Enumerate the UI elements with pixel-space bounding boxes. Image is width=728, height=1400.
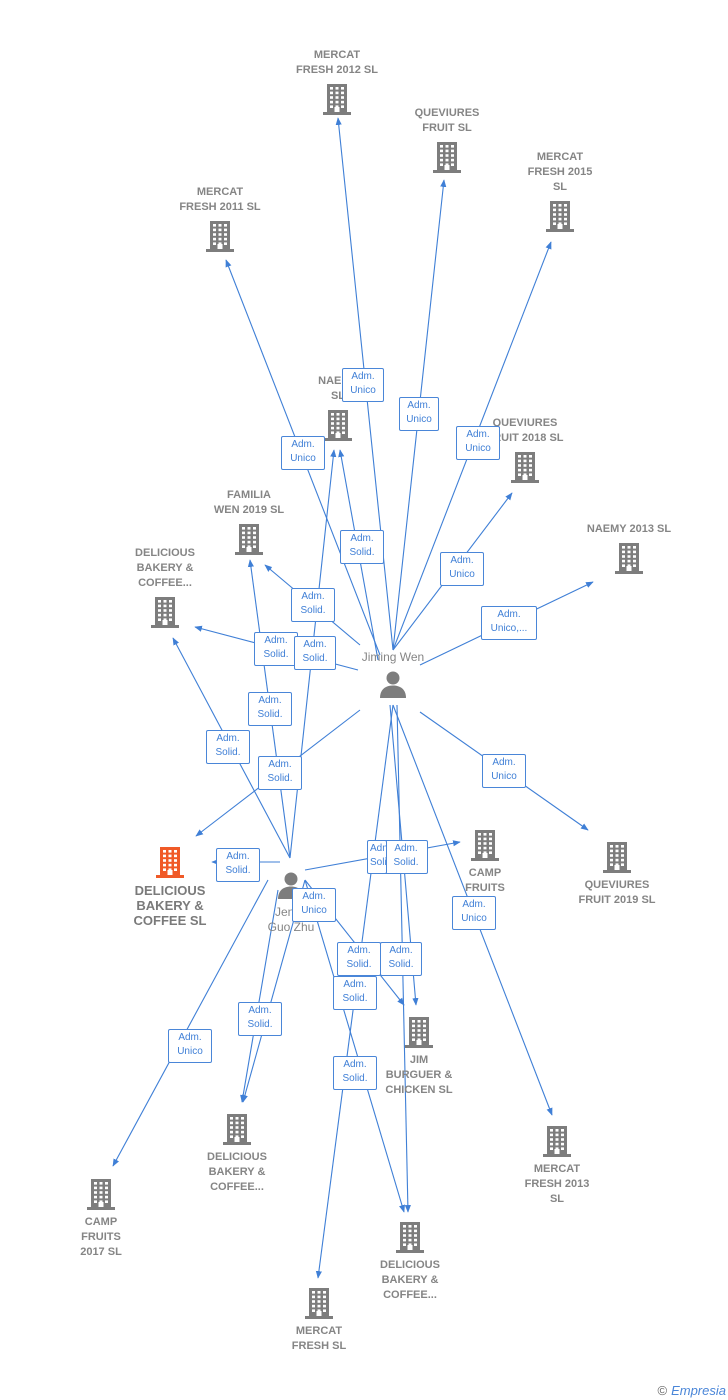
building-icon[interactable] — [574, 541, 684, 575]
edge-role-label[interactable]: Adm. Solid. — [238, 1002, 282, 1036]
person-name: Jiming Wen — [361, 650, 425, 664]
company-name: DELICIOUS BAKERY & COFFEE... — [135, 547, 195, 589]
company-node[interactable]: DELICIOUS BAKERY & COFFEE SL — [115, 845, 225, 928]
edge-line — [304, 879, 405, 1213]
company-name: QUEVIURES FRUIT SL — [414, 107, 480, 134]
building-icon[interactable] — [562, 840, 672, 874]
company-name: QUEVIURES FRUIT 2019 SL — [578, 879, 656, 906]
company-node[interactable]: DELICIOUS BAKERY & COFFEE... — [355, 1220, 465, 1303]
edge-role-label[interactable]: Adm. Solid. — [258, 756, 302, 790]
company-node[interactable]: CAMP FRUITS 2017 SL — [46, 1177, 156, 1260]
edge-role-label[interactable]: Adm. Unico,... — [481, 606, 537, 640]
brand-logo[interactable]: Empresia — [671, 1383, 726, 1398]
edge-role-label[interactable]: Adm. Unico — [168, 1029, 212, 1063]
building-icon[interactable] — [282, 82, 392, 116]
edge-role-label[interactable]: Adm. Solid. — [384, 840, 428, 874]
building-icon[interactable] — [110, 595, 220, 629]
person-node[interactable]: Jiming Wen — [333, 650, 453, 704]
edge-role-label[interactable]: Adm. Unico — [482, 754, 526, 788]
company-node[interactable]: FAMILIA WEN 2019 SL — [194, 488, 304, 556]
building-icon[interactable] — [502, 1124, 612, 1158]
building-icon[interactable] — [430, 828, 540, 862]
edge-role-label[interactable]: Adm. Unico — [440, 552, 484, 586]
person-name: Jenny Guo Zhu — [267, 905, 315, 934]
edge-role-label[interactable]: Adm. Solid. — [248, 692, 292, 726]
building-icon[interactable] — [355, 1220, 465, 1254]
edge-role-label[interactable]: Adm. Unico — [342, 368, 384, 402]
edge-role-label[interactable]: Adm. Unico — [452, 896, 496, 930]
company-node[interactable]: MERCAT FRESH 2011 SL — [165, 185, 275, 253]
building-icon[interactable] — [264, 1286, 374, 1320]
edge-role-label[interactable]: Adm. Solid. — [291, 588, 335, 622]
edge-role-label[interactable]: Adm. Unico — [292, 888, 336, 922]
person-icon[interactable] — [333, 669, 453, 704]
company-node[interactable]: MERCAT FRESH 2012 SL — [282, 48, 392, 116]
building-icon[interactable] — [470, 450, 580, 484]
edge-role-label[interactable]: Adm. Solid. — [337, 942, 381, 976]
edge-role-label[interactable]: Adm. Unico — [281, 436, 325, 470]
edge-line — [112, 879, 269, 1167]
building-icon[interactable] — [194, 522, 304, 556]
company-node[interactable]: NAEMY 2013 SL — [574, 522, 684, 575]
edge-role-label[interactable]: Adm. Solid. — [216, 848, 260, 882]
company-name: CAMP FRUITS 2017 SL — [80, 1216, 122, 1258]
company-name: JIM BURGUER & CHICKEN SL — [385, 1054, 453, 1096]
company-name: DELICIOUS BAKERY & COFFEE... — [380, 1259, 440, 1301]
company-name: MERCAT FRESH SL — [291, 1325, 347, 1352]
company-node[interactable]: QUEVIURES FRUIT SL — [392, 106, 502, 174]
company-node[interactable]: MERCAT FRESH 2015 SL — [505, 150, 615, 233]
company-node[interactable]: MERCAT FRESH 2013 SL — [502, 1124, 612, 1207]
building-icon[interactable] — [115, 845, 225, 879]
edge-role-label[interactable]: Adm. Unico — [456, 426, 500, 460]
company-node[interactable]: MERCAT FRESH SL — [264, 1286, 374, 1354]
edge-role-label[interactable]: Adm. Solid. — [340, 530, 384, 564]
company-node[interactable]: QUEVIURES FRUIT 2019 SL — [562, 840, 672, 908]
company-name: MERCAT FRESH 2015 SL — [527, 151, 593, 193]
building-icon[interactable] — [505, 199, 615, 233]
edge-role-label[interactable]: Adm. Solid. — [380, 942, 422, 976]
building-icon[interactable] — [182, 1112, 292, 1146]
company-node[interactable]: JIM BURGUER & CHICKEN SL — [364, 1015, 474, 1098]
edge-role-label[interactable]: Adm. Solid. — [254, 632, 298, 666]
company-name: MERCAT FRESH 2013 SL — [524, 1163, 590, 1205]
edge-role-label[interactable]: Adm. Solid. — [333, 976, 377, 1010]
company-node[interactable]: DELICIOUS BAKERY & COFFEE... — [182, 1112, 292, 1195]
copyright-symbol: © — [657, 1383, 668, 1398]
edge-role-label[interactable]: Adm. Solid. — [294, 636, 336, 670]
company-name: NAEMY 2013 SL — [586, 523, 672, 535]
footer: ©Empresia — [657, 1383, 726, 1398]
company-node[interactable]: QUEVIURES FRUIT 2018 SL — [470, 416, 580, 484]
building-icon[interactable] — [46, 1177, 156, 1211]
company-name: DELICIOUS BAKERY & COFFEE SL — [133, 883, 207, 928]
company-name: MERCAT FRESH 2011 SL — [179, 186, 261, 213]
building-icon[interactable] — [165, 219, 275, 253]
company-node[interactable]: DELICIOUS BAKERY & COFFEE... — [110, 546, 220, 629]
edge-role-label[interactable]: Adm. Solid. — [206, 730, 250, 764]
company-name: FAMILIA WEN 2019 SL — [213, 489, 285, 516]
edge-line — [240, 889, 279, 1103]
edge-role-label[interactable]: Adm. Solid. — [367, 840, 387, 874]
company-name: MERCAT FRESH 2012 SL — [296, 49, 378, 76]
building-icon[interactable] — [392, 140, 502, 174]
company-name: DELICIOUS BAKERY & COFFEE... — [207, 1151, 267, 1193]
building-icon[interactable] — [364, 1015, 474, 1049]
building-icon[interactable] — [283, 408, 393, 442]
edge-role-label[interactable]: Adm. Unico — [399, 397, 439, 431]
edge-role-label[interactable]: Adm. Solid. — [333, 1056, 377, 1090]
